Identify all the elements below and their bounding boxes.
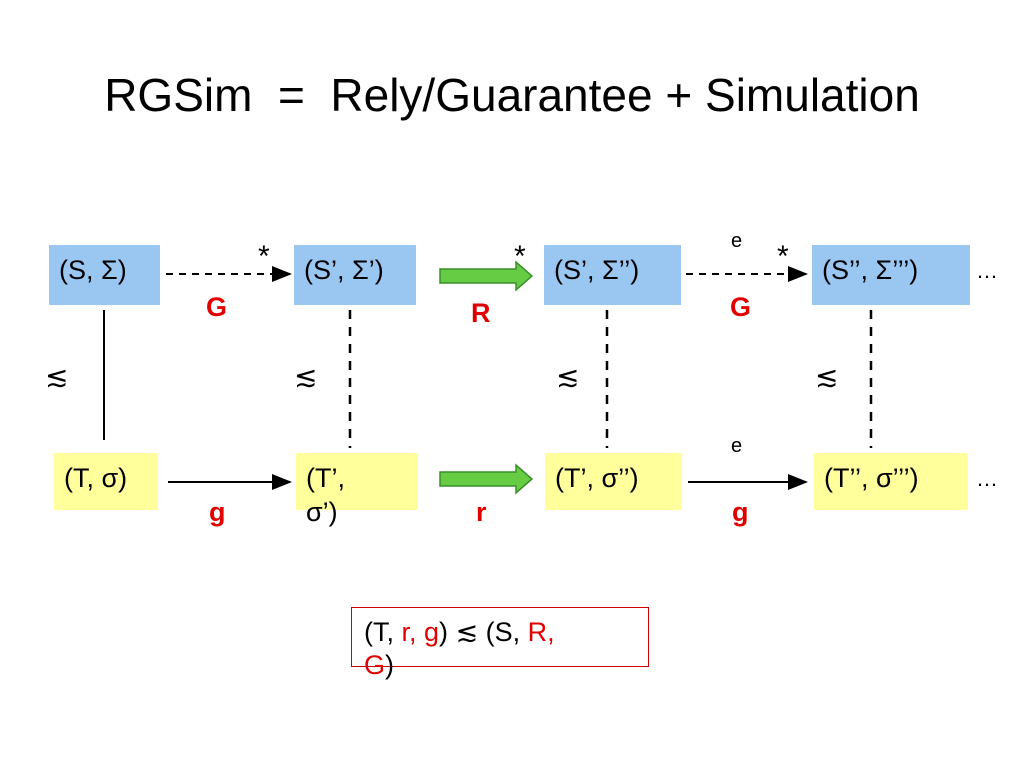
- bottom-state-2-line2: σ’): [306, 497, 338, 527]
- top-state-4: (S’’, Σ’’’): [812, 245, 970, 305]
- top-state-3: (S’, Σ’’): [544, 245, 681, 305]
- guarantee-label-lower-2: g: [732, 497, 749, 527]
- star-mark-3: *: [777, 240, 789, 273]
- formula-rely-guarantee-low: r, g: [401, 617, 440, 647]
- env-mark-top: e: [731, 230, 743, 252]
- sim-symbol-2: ≲: [294, 361, 318, 392]
- sim-symbol-3: ≲: [556, 361, 580, 392]
- guarantee-label-lower-1: g: [209, 497, 226, 527]
- rely-arrow-bottom: [439, 463, 534, 495]
- star-mark-1: *: [258, 240, 270, 273]
- rgsim-formula: (T, r, g) ≲ (S, R, G): [351, 607, 649, 680]
- rely-label-lower: r: [476, 497, 487, 527]
- formula-close: ): [385, 650, 395, 680]
- formula-guarantee-high: G: [364, 650, 386, 680]
- top-state-2: (S’, Σ’): [294, 245, 416, 305]
- slide-title: RGSim = Rely/Guarantee + Simulation: [104, 69, 920, 121]
- sim-symbol-4: ≲: [815, 361, 839, 392]
- bottom-state-2-line1: (T’,: [306, 463, 345, 493]
- formula-open: (T,: [364, 617, 402, 647]
- formula-rely-high: R,: [527, 617, 555, 647]
- bottom-state-3: (T’, σ’’): [545, 453, 682, 510]
- guarantee-label-2: G: [730, 292, 752, 322]
- star-mark-2: *: [514, 240, 526, 273]
- bottom-ellipsis: …: [976, 466, 998, 491]
- bottom-state-1: (T, σ): [54, 453, 158, 510]
- rely-arrow-top: [439, 260, 534, 292]
- rely-label: R: [471, 298, 491, 328]
- guarantee-label-1: G: [206, 292, 228, 322]
- env-mark-bottom: e: [731, 435, 743, 457]
- top-ellipsis: …: [976, 258, 998, 283]
- bottom-state-2: (T’, σ’): [296, 453, 418, 527]
- formula-mid: ) ≲ (S,: [439, 617, 528, 647]
- sim-symbol-1: ≲: [45, 361, 69, 392]
- top-state-1: (S, Σ): [49, 245, 160, 305]
- bottom-state-4: (T’’, σ’’’): [814, 453, 968, 510]
